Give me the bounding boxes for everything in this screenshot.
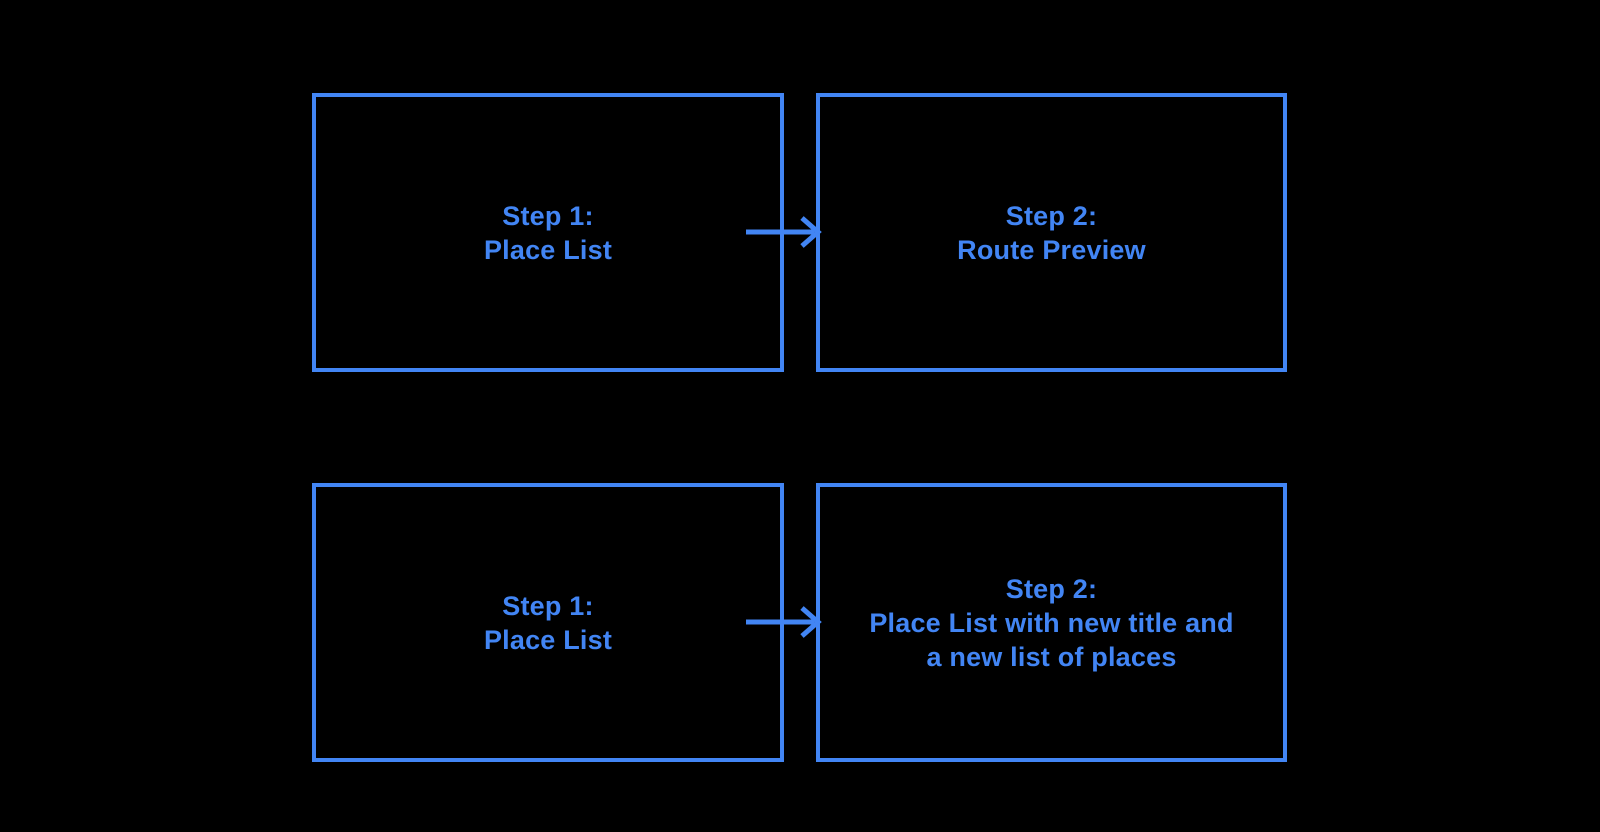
right-arrow-icon bbox=[746, 216, 822, 248]
flow-box-row2-source: Step 1: Place List bbox=[312, 483, 784, 762]
flow-box-row2-target: Step 2: Place List with new title and a … bbox=[816, 483, 1287, 762]
flow-box-label: Step 1: Place List bbox=[483, 200, 613, 265]
flow-box-label: Step 1: Place List bbox=[483, 590, 613, 655]
right-arrow-icon bbox=[746, 606, 822, 638]
flow-box-label: Step 2: Route Preview bbox=[957, 200, 1146, 265]
flow-box-label: Step 2: Place List with new title and a … bbox=[869, 573, 1234, 672]
flow-box-row1-source: Step 1: Place List bbox=[312, 93, 784, 372]
flow-box-row1-target: Step 2: Route Preview bbox=[816, 93, 1287, 372]
